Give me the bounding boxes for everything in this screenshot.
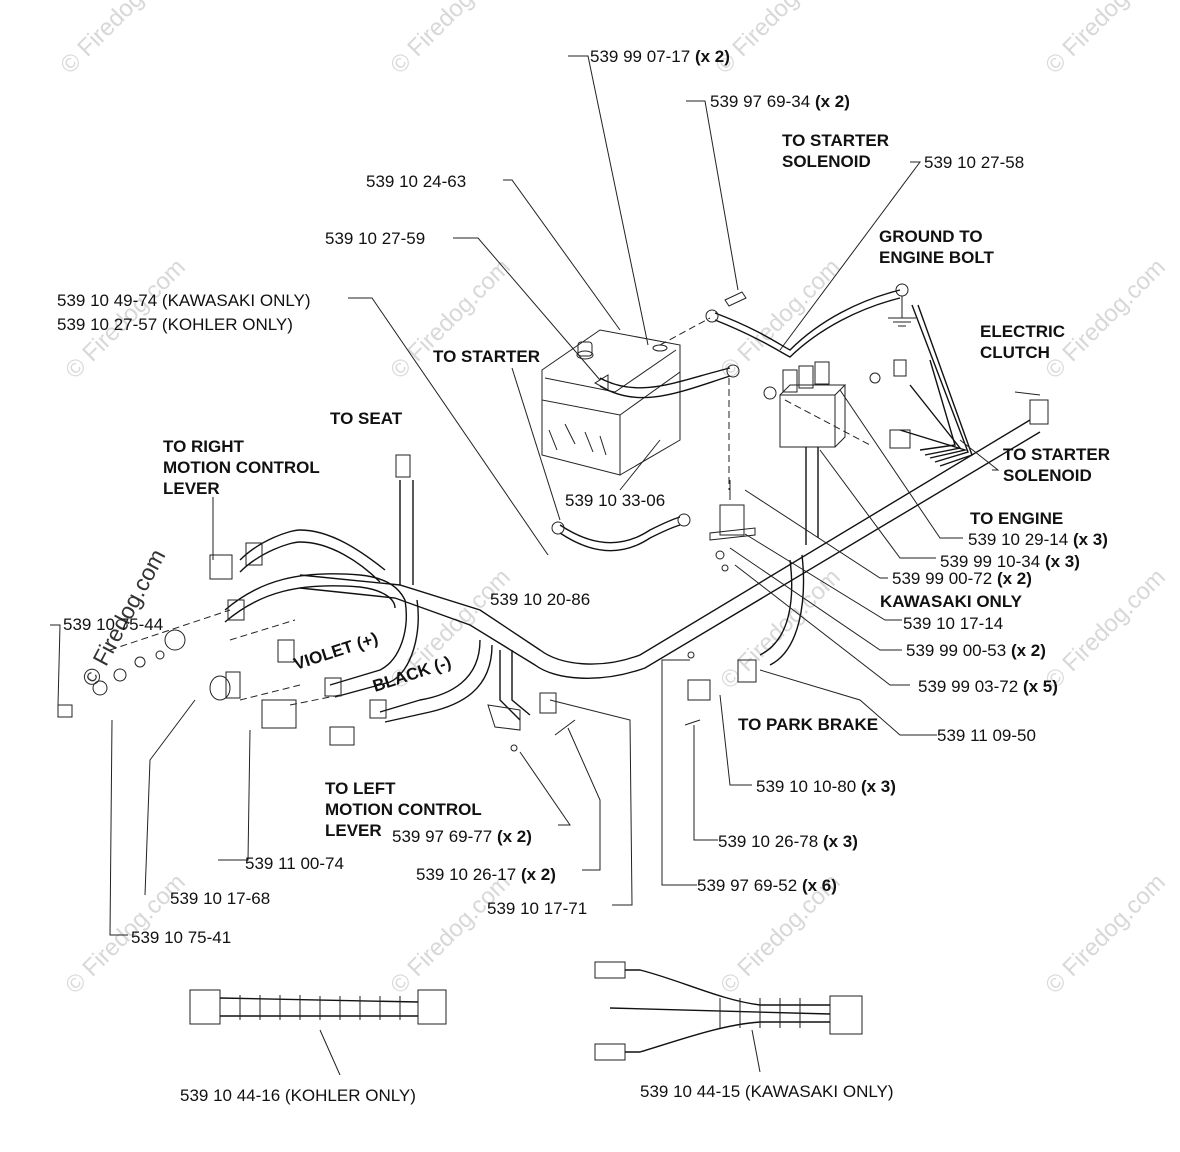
callout-violet: VIOLET (+) bbox=[291, 629, 380, 674]
callout-to-starter-solenoid: TO STARTER bbox=[1003, 445, 1110, 464]
watermark: © Firedog.com bbox=[385, 0, 516, 79]
part-label: 539 10 49-74 (KAWASAKI ONLY) bbox=[57, 291, 311, 310]
leader-lines bbox=[50, 55, 1041, 1076]
part-label: 539 10 17-14 bbox=[903, 614, 1003, 633]
watermark: © Firedog.com bbox=[385, 869, 516, 1000]
callout-to-seat: TO SEAT bbox=[330, 409, 403, 428]
ground-icon bbox=[888, 296, 916, 327]
callout-to-park-brake: TO PARK BRAKE bbox=[738, 715, 878, 734]
part-label: 539 97 69-34 (x 2) bbox=[710, 92, 850, 111]
watermark: © Firedog.com bbox=[1040, 869, 1171, 1000]
watermark: © Firedog bbox=[55, 0, 149, 79]
part-label: 539 99 03-72 (x 5) bbox=[918, 677, 1058, 696]
callout-to-starter-solenoid: TO STARTER bbox=[782, 131, 889, 150]
ring-terminal bbox=[726, 364, 740, 378]
part-label: 539 10 26-17 (x 2) bbox=[416, 865, 556, 884]
part-label: 539 10 44-16 (KOHLER ONLY) bbox=[180, 1086, 416, 1105]
part-label: 539 99 00-53 (x 2) bbox=[906, 641, 1046, 660]
callout-to-left-lever: MOTION CONTROL bbox=[325, 800, 482, 819]
part-label: 539 10 27-58 bbox=[924, 153, 1024, 172]
callout-to-right-lever: LEVER bbox=[163, 479, 220, 498]
part-label: 539 10 27-57 (KOHLER ONLY) bbox=[57, 315, 293, 334]
main-harness bbox=[224, 304, 1041, 723]
callout-electric-clutch: CLUTCH bbox=[980, 343, 1050, 362]
part-label: 539 10 44-15 (KAWASAKI ONLY) bbox=[640, 1082, 894, 1101]
watermark: © Firedog.com bbox=[1040, 254, 1171, 385]
part-label: 539 10 17-68 bbox=[170, 889, 270, 908]
watermark: © Firedog.com bbox=[710, 0, 841, 79]
callout-kawasaki-only: KAWASAKI ONLY bbox=[880, 592, 1023, 611]
callout-ground: ENGINE BOLT bbox=[879, 248, 995, 267]
harness-kawasaki bbox=[594, 961, 863, 1061]
callout-to-starter-solenoid: SOLENOID bbox=[1003, 466, 1092, 485]
part-label: 539 99 00-72 (x 2) bbox=[892, 569, 1032, 588]
starter-cable bbox=[559, 516, 681, 544]
part-label: 539 99 07-17 (x 2) bbox=[590, 47, 730, 66]
connectors bbox=[57, 359, 1049, 752]
callout-to-left-lever: TO LEFT bbox=[325, 779, 396, 798]
part-label: 539 97 69-52 (x 6) bbox=[697, 876, 837, 895]
part-label: 539 10 17-71 bbox=[487, 899, 587, 918]
part-label: 539 10 75-41 bbox=[131, 928, 231, 947]
part-label: 539 99 10-34 (x 3) bbox=[940, 552, 1080, 571]
callout-to-right-lever: MOTION CONTROL bbox=[163, 458, 320, 477]
part-label: 539 10 27-59 bbox=[325, 229, 425, 248]
ground-cable bbox=[714, 289, 901, 351]
watermark: © Firedog.com bbox=[715, 564, 846, 695]
callout-to-starter-solenoid: SOLENOID bbox=[782, 152, 871, 171]
part-label: 539 11 09-50 bbox=[937, 726, 1036, 745]
watermark: © Firedog.com bbox=[1040, 564, 1171, 695]
harness-kohler bbox=[189, 989, 447, 1025]
callout-to-starter: TO STARTER bbox=[433, 347, 540, 366]
part-label: 539 10 20-86 bbox=[490, 590, 590, 609]
battery-cable-red bbox=[599, 367, 731, 389]
part-label: 539 97 69-77 (x 2) bbox=[392, 827, 532, 846]
callout-ground: GROUND TO bbox=[879, 227, 983, 246]
part-labels: 539 99 07-17 (x 2) 539 97 69-34 (x 2) TO… bbox=[57, 47, 1110, 1105]
callout-electric-clutch: ELECTRIC bbox=[980, 322, 1065, 341]
part-label: 539 10 26-78 (x 3) bbox=[718, 832, 858, 851]
callout-to-engine: TO ENGINE bbox=[970, 509, 1063, 528]
callout-to-left-lever: LEVER bbox=[325, 821, 382, 840]
part-label: 539 11 00-74 bbox=[245, 854, 344, 873]
relay-block bbox=[763, 361, 847, 448]
battery bbox=[541, 329, 681, 476]
part-label: 539 10 29-14 (x 3) bbox=[968, 530, 1108, 549]
watermark: © Firedog.com bbox=[1040, 0, 1171, 79]
part-label: 539 10 10-80 (x 3) bbox=[756, 777, 896, 796]
bolt-icon bbox=[724, 291, 747, 307]
callout-to-right-lever: TO RIGHT bbox=[163, 437, 245, 456]
part-label: 539 10 33-06 bbox=[565, 491, 665, 510]
part-label: 539 10 75-44 bbox=[63, 615, 163, 634]
part-label: 539 10 24-63 bbox=[366, 172, 466, 191]
